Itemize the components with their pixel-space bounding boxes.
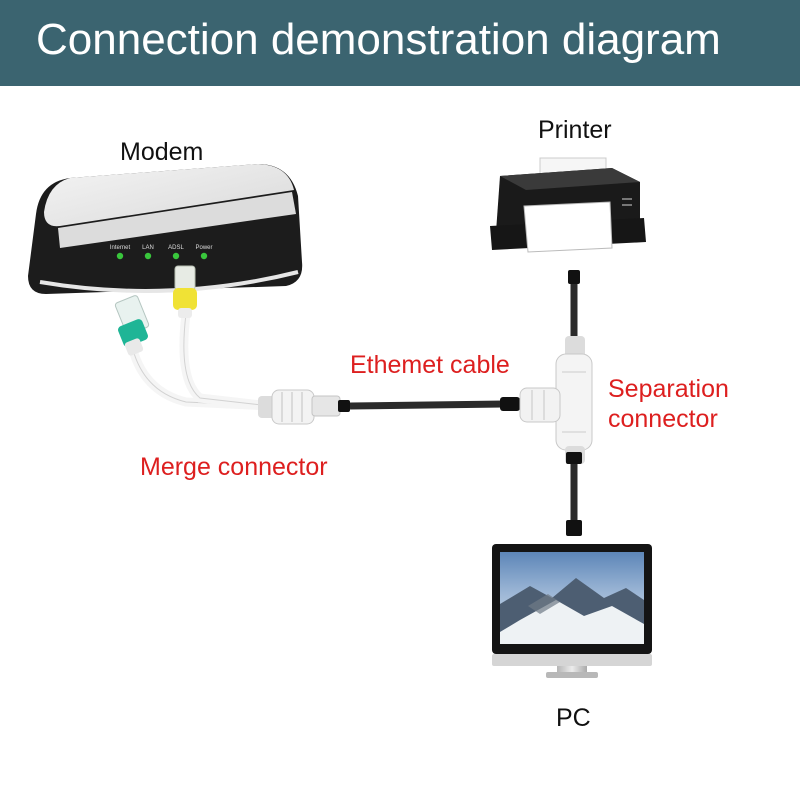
ethernet-cable [349, 397, 520, 411]
page-title: Connection demonstration diagram [36, 15, 721, 64]
merge-connector [114, 265, 350, 425]
merge-female-jack [258, 389, 350, 425]
modem-device: Internet LAN ADSL Power [28, 164, 303, 294]
printer-label: Printer [538, 116, 612, 144]
header-bar: Connection demonstration diagram [0, 0, 800, 86]
led-label-adsl: ADSL [168, 245, 184, 251]
led-lan: LAN [142, 245, 154, 260]
pc-label: PC [556, 704, 591, 732]
led-label-power: Power [195, 245, 212, 251]
separation-connector-label-line1: Separation [608, 375, 729, 403]
separation-connector-label-line2: connector [608, 405, 718, 433]
printer-device [490, 157, 646, 284]
modem-label: Modem [120, 138, 204, 166]
separation-connector [519, 284, 593, 536]
green-rj45-plug [114, 295, 150, 356]
led-label-lan: LAN [142, 245, 154, 251]
merge-connector-label: Merge connector [140, 453, 328, 481]
led-power: Power [195, 245, 213, 260]
yellow-rj45-plug [173, 265, 197, 318]
led-label-internet: Internet [110, 245, 131, 251]
led-adsl: ADSL [168, 245, 184, 260]
pc-monitor [492, 544, 652, 678]
ethernet-cable-label: Ethemet cable [350, 351, 510, 379]
modem-status-leds: Internet LAN ADSL Power [110, 245, 213, 260]
led-internet: Internet [110, 245, 131, 260]
